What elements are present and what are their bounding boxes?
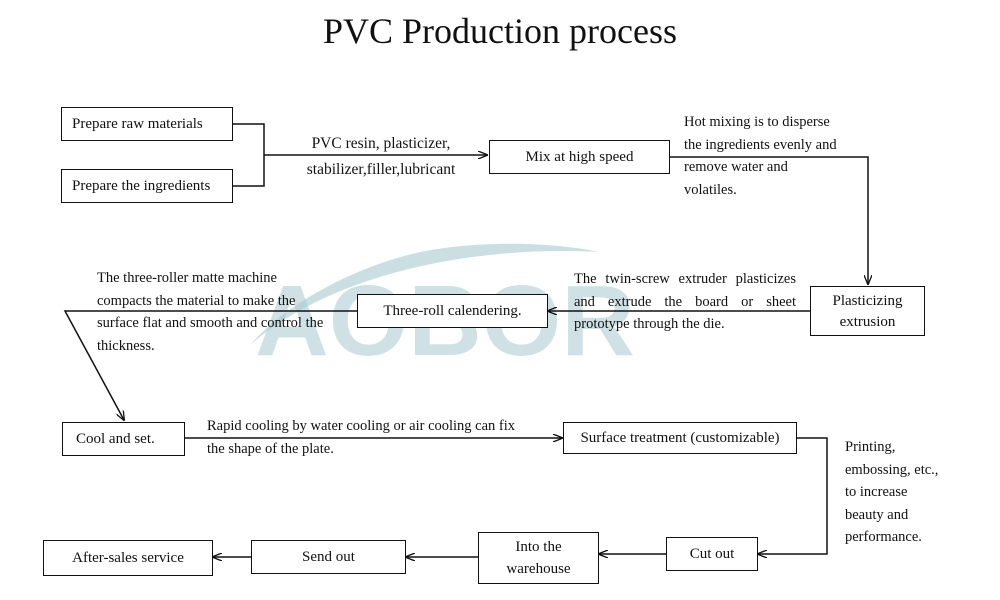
note-line: the shape of the plate.	[207, 440, 334, 457]
note-line: Hot mixing is to disperse	[684, 114, 830, 130]
note-line: volatiles.	[684, 181, 737, 198]
note-line: PVC resin, plasticizer,	[311, 135, 451, 152]
box-cut-out: Cut out	[666, 537, 758, 571]
box-label: Three-roll calendering.	[383, 303, 522, 319]
box-label: Prepare the ingredients	[72, 178, 211, 194]
box-cool-and-set: Cool and set.	[62, 422, 185, 456]
note-line: performance.	[845, 529, 922, 545]
note-line: to increase	[845, 484, 908, 500]
box-label: extrusion	[839, 314, 896, 330]
note-line: The three-roller matte machine	[97, 270, 277, 286]
note-rapid-cooling: Rapid cooling by water cooling or air co…	[207, 415, 547, 460]
box-send-out: Send out	[251, 540, 406, 574]
note-line: remove water and	[684, 159, 788, 175]
note-line: The twin-screw extruder plasticizes	[574, 271, 796, 287]
note-printing: Printing, embossing, etc., to increase b…	[845, 436, 985, 549]
box-label: Surface treatment (customizable)	[580, 430, 780, 446]
note-line: the ingredients evenly and	[684, 136, 837, 153]
box-label: Plasticizing	[832, 293, 903, 309]
box-label: Prepare raw materials	[72, 116, 203, 132]
diagram-title: PVC Production process	[323, 11, 677, 51]
box-label: Mix at high speed	[525, 149, 634, 165]
note-hot-mixing: Hot mixing is to disperse the ingredient…	[684, 111, 864, 201]
box-into-warehouse: Into the warehouse	[478, 532, 599, 584]
watermark-swoosh	[250, 243, 600, 345]
box-plasticizing-extrusion: Plasticizing extrusion	[810, 286, 925, 336]
note-line: compacts the material to make the	[97, 292, 296, 309]
box-three-roll-calendering: Three-roll calendering.	[357, 294, 548, 328]
box-prepare-raw-materials: Prepare raw materials	[61, 107, 233, 141]
box-label: After-sales service	[72, 550, 184, 566]
box-label: Send out	[302, 549, 355, 565]
note-line: beauty and	[845, 506, 909, 523]
note-line: stabilizer,filler,lubricant	[306, 161, 456, 178]
box-mix-high-speed: Mix at high speed	[489, 140, 670, 174]
note-line: surface flat and smooth and control the	[97, 315, 324, 331]
box-after-sales-service: After-sales service	[43, 540, 213, 576]
box-prepare-ingredients: Prepare the ingredients	[61, 169, 233, 203]
note-three-roller: The three-roller matte machine compacts …	[97, 267, 342, 357]
arrow-to-cutout	[758, 437, 828, 554]
bracket-line	[233, 123, 265, 187]
note-line: Printing,	[845, 439, 896, 455]
note-ingredients: PVC resin, plasticizer, stabilizer,fille…	[296, 131, 466, 183]
box-label: Cut out	[689, 546, 735, 562]
note-line: thickness.	[97, 337, 155, 354]
note-line: embossing, etc.,	[845, 461, 939, 478]
arrow-to-cool	[63, 310, 357, 420]
box-label: warehouse	[506, 561, 571, 577]
note-twin-screw: The twin-screw extruder plasticizes and …	[574, 268, 796, 336]
note-line: and extrude the board or sheet	[574, 293, 796, 310]
note-line: Rapid cooling by water cooling or air co…	[207, 418, 516, 434]
arrow-to-plasticizing	[670, 156, 868, 284]
box-surface-treatment: Surface treatment (customizable)	[563, 422, 797, 454]
note-line: prototype through the die.	[574, 316, 725, 332]
box-label: Into the	[515, 539, 562, 555]
box-label: Cool and set.	[76, 431, 155, 447]
